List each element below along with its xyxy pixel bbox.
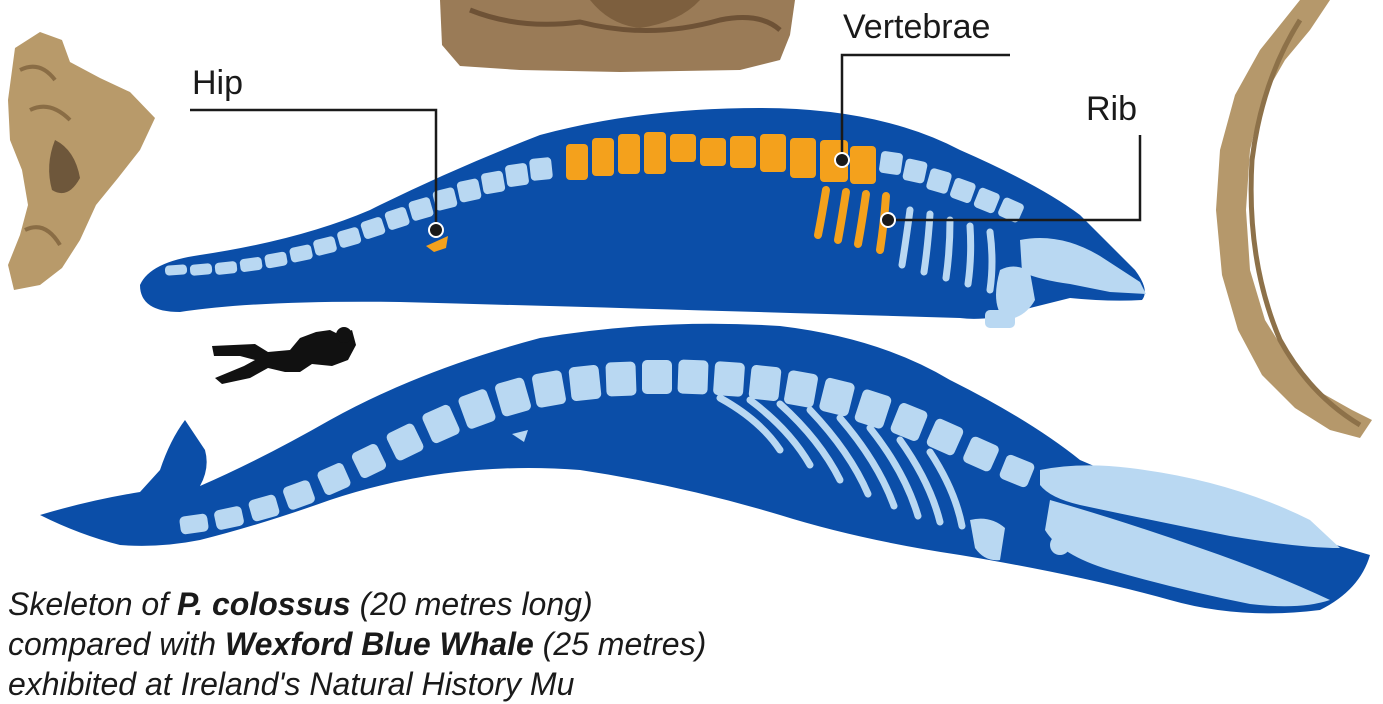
caption-text: compared with — [8, 626, 225, 662]
caption-line-2: compared with Wexford Blue Whale (25 met… — [8, 624, 1008, 664]
vertebra-fossil-photo — [440, 0, 795, 72]
vertebrae-callout-dot — [835, 153, 849, 167]
hip-label: Hip — [192, 66, 243, 100]
hip-callout-dot — [429, 223, 443, 237]
caption-line-1: Skeleton of P. colossus (20 metres long) — [8, 584, 1008, 624]
hip-bone-fossil-photo — [8, 32, 155, 290]
rib-callout-dot — [881, 213, 895, 227]
rib-fossil-photo — [1216, 0, 1372, 438]
caption: Skeleton of P. colossus (20 metres long)… — [8, 584, 1008, 704]
vertebrae-label: Vertebrae — [843, 10, 990, 44]
caption-text: Skeleton of — [8, 586, 177, 622]
caption-line-3: exhibited at Ireland's Natural History M… — [8, 664, 1008, 704]
rib-label: Rib — [1086, 92, 1137, 126]
caption-species-name: P. colossus — [177, 586, 351, 622]
scuba-diver-icon — [212, 327, 356, 384]
caption-text: (20 metres long) — [351, 586, 593, 622]
caption-text: (25 metres) — [534, 626, 706, 662]
caption-text: exhibited at Ireland's Natural History M… — [8, 666, 574, 702]
caption-whale-name: Wexford Blue Whale — [225, 626, 534, 662]
p-colossus-silhouette — [140, 108, 1145, 319]
